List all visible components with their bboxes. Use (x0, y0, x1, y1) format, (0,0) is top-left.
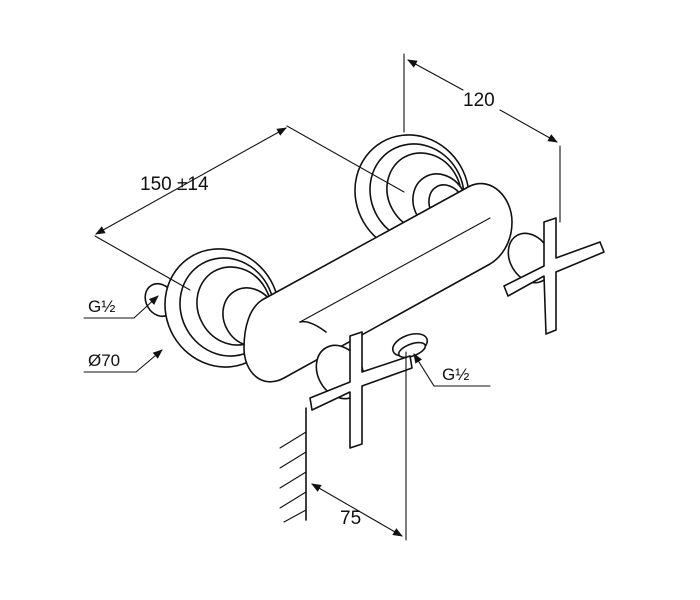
handle-right (503, 217, 605, 335)
dimension-75: 75 (311, 351, 407, 541)
dimension-120-text: 120 (463, 90, 495, 111)
leader-rosette-diameter: Ø70 (83, 349, 163, 373)
wall-hatch (279, 407, 307, 523)
dimension-120: 120 (403, 53, 561, 223)
outlet-thread-label: G½ (442, 365, 469, 384)
leader-outlet-thread: G½ (413, 353, 491, 387)
valve-body (243, 182, 513, 383)
handle-front (309, 331, 413, 449)
rosette-diameter-label: Ø70 (88, 351, 120, 370)
leader-inlet-thread: G½ (83, 295, 159, 319)
inlet-thread-label: G½ (88, 297, 115, 316)
dimension-150-text: 150 ±14 (140, 174, 209, 195)
dimension-75-text: 75 (340, 508, 361, 529)
dimension-150: 150 ±14 (94, 125, 405, 291)
